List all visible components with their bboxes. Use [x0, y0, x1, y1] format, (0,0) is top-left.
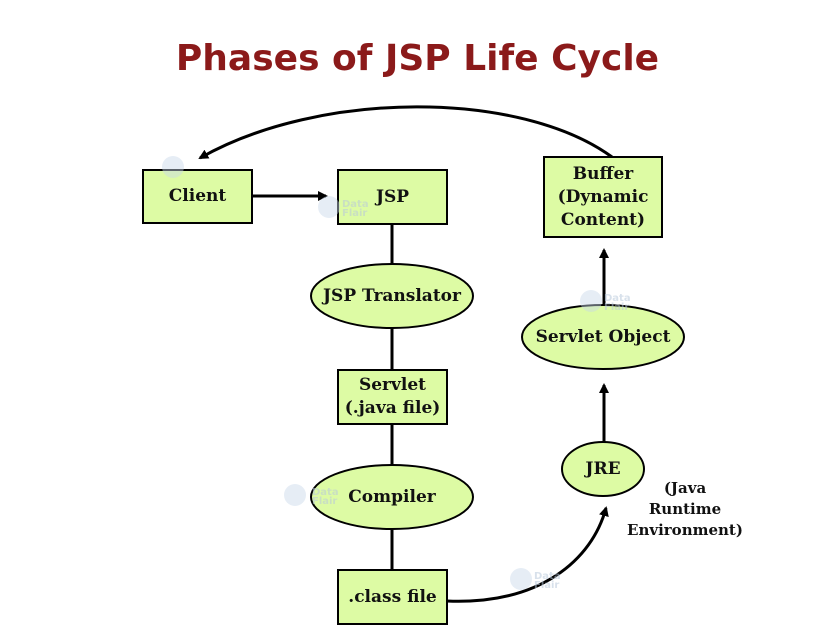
buffer-text-line2: (Dynamic: [557, 186, 649, 207]
jsp-translator-label: JSP Translator: [311, 264, 473, 328]
jre-ellipse: [561, 441, 645, 497]
client-text: Client: [168, 186, 227, 206]
watermark-logo: [284, 484, 306, 506]
servlet-object-text: Servlet Object: [535, 326, 671, 347]
client-label: Client: [143, 170, 252, 223]
class-file-label: .class file: [338, 570, 447, 624]
servlet-object-label: Servlet Object: [522, 305, 684, 369]
buffer-text-line1: Buffer: [572, 163, 634, 184]
jre-label: JRE: [562, 442, 644, 496]
arrow-classfile-to-jre: [446, 506, 609, 603]
diagram-title: Phases of JSP Life Cycle: [175, 38, 660, 79]
jre-note-line1: (Java: [663, 479, 707, 497]
servlet-text-line2: (.java file): [344, 398, 441, 418]
servlet-label: Servlet (.java file): [338, 370, 447, 424]
watermark-logo: [162, 156, 184, 178]
buffer-label: Buffer (Dynamic Content): [544, 157, 662, 237]
jre-note-line3: Environment): [627, 521, 743, 539]
servlet-text-line1: Servlet: [358, 375, 427, 395]
watermark-logo: [318, 196, 340, 218]
servlet-object-ellipse: [521, 304, 685, 370]
jsp-label: JSP: [338, 170, 447, 224]
compiler-label: Compiler: [311, 465, 473, 529]
jre-note: (Java Runtime Environment): [615, 478, 755, 541]
class-file-text: .class file: [348, 586, 437, 607]
jsp-box: [337, 169, 448, 225]
jre-text: JRE: [585, 458, 621, 479]
client-box: [142, 169, 253, 224]
compiler-text: Compiler: [348, 486, 436, 507]
buffer-box: [543, 156, 663, 238]
jre-note-line2: Runtime: [648, 500, 722, 518]
watermark-logo: [510, 568, 532, 590]
watermark-logo: [580, 290, 602, 312]
jsp-text: JSP: [375, 186, 410, 207]
buffer-text-line3: Content): [560, 209, 646, 230]
arrow-buffer-to-client: [198, 105, 613, 160]
compiler-ellipse: [310, 464, 474, 530]
jsp-translator-text: JSP Translator: [323, 285, 461, 306]
jsp-translator-ellipse: [310, 263, 474, 329]
class-file-box: [337, 569, 448, 625]
servlet-box: [337, 369, 448, 425]
